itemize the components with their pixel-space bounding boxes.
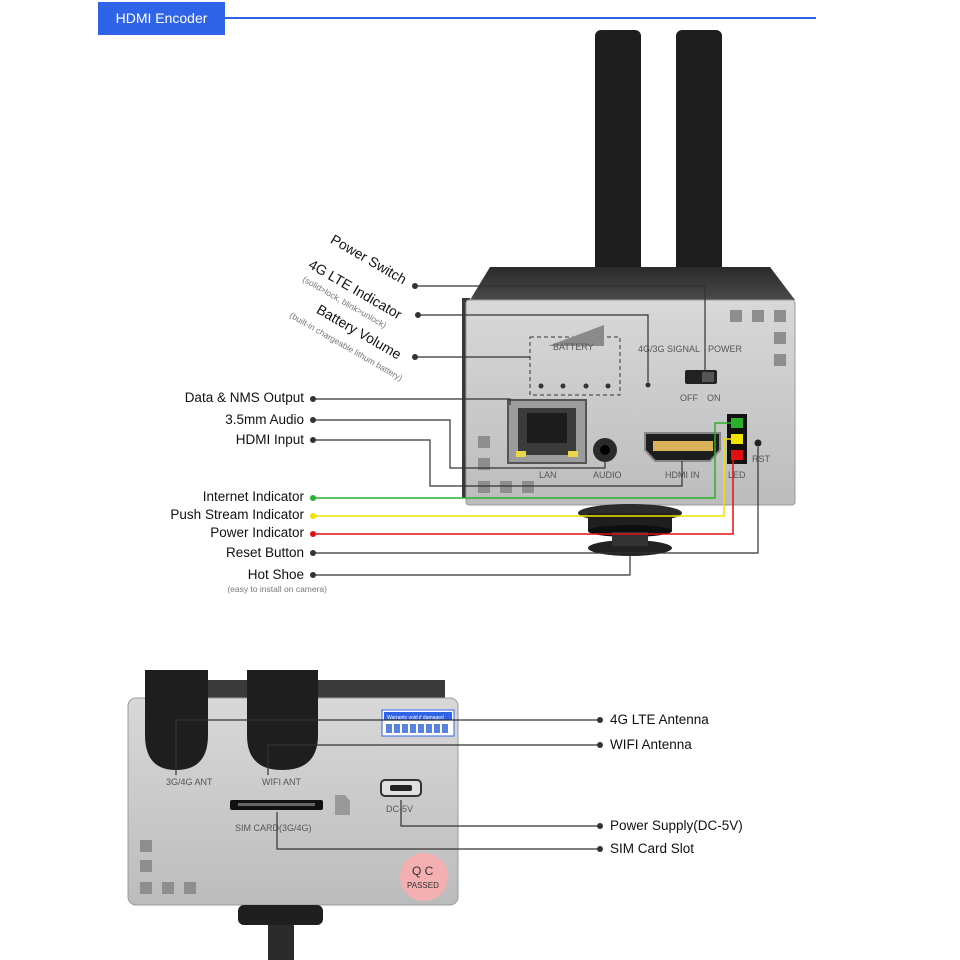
battery-wedge: [548, 325, 604, 346]
leader-lines-top: [313, 285, 759, 576]
case-top: [470, 267, 795, 300]
hot-shoe-ring: [588, 540, 672, 556]
leader-power: [313, 460, 734, 535]
panel-text-battery: BATTERY: [553, 342, 594, 352]
label-reset-button: Reset Button: [225, 545, 304, 560]
back-text-dc5v: DC-5V: [386, 804, 413, 814]
leader-dots-bottom: [597, 717, 603, 852]
back-hot-shoe-screw: [268, 925, 294, 960]
leader-internet: [313, 422, 731, 499]
warranty-cells: [386, 724, 448, 733]
leader-lines-bottom: [175, 719, 600, 850]
panel-text-led: LED: [728, 470, 746, 480]
panel-text-on: ON: [707, 393, 721, 403]
label-push-stream-indicator: Push Stream Indicator: [170, 507, 304, 522]
sim-card-icon: [335, 795, 350, 815]
signal-led: [645, 382, 651, 388]
back-text-qc: Q C: [412, 864, 434, 878]
battery-leds: [538, 383, 611, 389]
label-wifi-antenna: WIFI Antenna: [610, 737, 692, 752]
antenna-left: [595, 30, 641, 275]
back-text-passed: PASSED: [407, 881, 439, 890]
reset-hole[interactable]: [754, 439, 762, 447]
label-audio: 3.5mm Audio: [225, 412, 304, 427]
label-hot-shoe: Hot Shoe: [247, 567, 304, 582]
leader-push-stream: [313, 438, 731, 517]
panel-squares: [478, 310, 786, 493]
panel-text-off: OFF: [680, 393, 698, 403]
led-red: [731, 450, 743, 460]
back-text-sim-card: SIM CARD(3G/4G): [235, 823, 312, 833]
back-text-wifi-ant: WIFI ANT: [262, 777, 301, 787]
label-hdmi-input: HDMI Input: [235, 432, 304, 447]
back-hot-shoe: [238, 905, 323, 925]
panel-text-power: POWER: [708, 344, 743, 354]
header-title: HDMI Encoder: [98, 2, 225, 35]
lan-led-left: [516, 451, 526, 457]
panel-text-signal: 4G/3G SIGNAL: [638, 344, 700, 354]
antenna-right: [676, 30, 722, 275]
sim-slot-inner: [238, 803, 315, 806]
panel-text-audio: AUDIO: [593, 470, 622, 480]
audio-jack-hole: [600, 445, 610, 455]
label-power-supply: Power Supply(DC-5V): [610, 818, 743, 833]
label-power-indicator: Power Indicator: [210, 525, 304, 540]
hdmi-pins: [653, 441, 713, 451]
dc-port-inner: [390, 785, 412, 791]
power-switch-knob: [702, 372, 714, 382]
panel-text-rst: RST: [752, 454, 771, 464]
hot-shoe-screw: [612, 532, 648, 546]
lan-port-inner: [527, 413, 567, 443]
label-lte-antenna: 4G LTE Antenna: [610, 712, 709, 727]
label-sim-slot: SIM Card Slot: [610, 841, 695, 856]
qc-badge: [400, 853, 448, 901]
lan-led-right: [568, 451, 578, 457]
panel-text-lan: LAN: [539, 470, 557, 480]
led-green: [731, 418, 743, 428]
back-text-3g4g-ant: 3G/4G ANT: [166, 777, 213, 787]
label-hot-shoe-note: (easy to install on camera): [227, 584, 327, 594]
header-rule: [225, 17, 816, 19]
back-panel-squares: [140, 840, 196, 894]
led-yellow: [731, 434, 743, 444]
leader-dots-top: [310, 283, 421, 578]
label-data-nms: Data & NMS Output: [184, 390, 304, 405]
warranty-band: [384, 712, 452, 720]
label-internet-indicator: Internet Indicator: [202, 489, 304, 504]
back-text-warranty: Warranty void if damaged: [387, 715, 444, 721]
